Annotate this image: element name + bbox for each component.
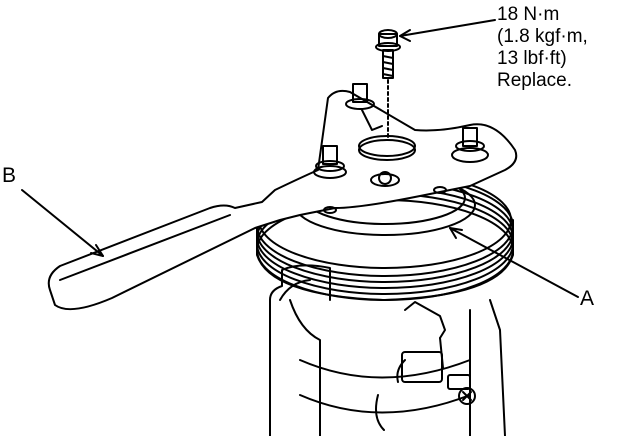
holder-tool xyxy=(47,89,518,311)
torque-line-2: (1.8 kgf·m, xyxy=(497,26,588,47)
callout-b: B xyxy=(2,164,17,187)
torque-line-1: 18 N·m xyxy=(497,4,560,25)
leader-lines xyxy=(21,19,579,298)
torque-line-3: 13 lbf·ft) xyxy=(497,48,567,69)
bolt xyxy=(375,29,401,141)
torque-line-4: Replace. xyxy=(497,70,572,91)
torque-specification: 18 N·m (1.8 kgf·m, 13 lbf·ft) Replace. xyxy=(497,4,588,92)
callout-a: A xyxy=(580,287,595,310)
compressor-body xyxy=(269,264,506,436)
holder-pins xyxy=(313,83,489,179)
